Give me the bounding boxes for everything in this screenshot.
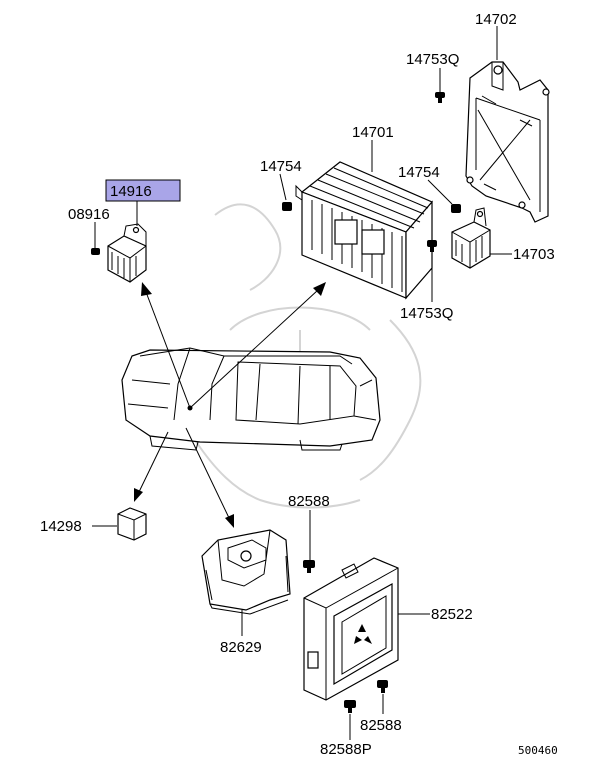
bracket-82629[interactable] [201, 529, 291, 615]
screw-82588p[interactable] [344, 700, 356, 713]
module-82522[interactable] [303, 557, 399, 701]
screw-14754-right[interactable] [451, 204, 461, 213]
connection-point [187, 405, 193, 411]
arrow-to-14298 [134, 431, 169, 502]
label-82522[interactable]: 82522 [431, 606, 473, 623]
label-14701[interactable]: 14701 [352, 124, 394, 141]
label-14916[interactable]: 14916 [110, 183, 152, 200]
label-14753q-bottom[interactable]: 14753Q [400, 305, 453, 322]
relay-14703[interactable] [451, 207, 491, 269]
screw-82588-bottom[interactable] [377, 680, 388, 693]
relay-14916[interactable] [107, 223, 147, 283]
bracket-14702[interactable] [465, 61, 550, 223]
leader-14754-right [427, 179, 453, 205]
arrow-to-82629 [185, 427, 234, 528]
label-82588p[interactable]: 82588P [320, 741, 372, 758]
screw-14754-left[interactable] [282, 202, 292, 211]
screw-14753q-top[interactable] [435, 92, 445, 103]
screw-82588-top[interactable] [303, 560, 315, 573]
vehicle-outline [121, 347, 381, 451]
ecu-14701[interactable] [295, 161, 433, 300]
relay-14298[interactable] [117, 507, 147, 541]
label-14754-left[interactable]: 14754 [260, 158, 302, 175]
screw-08916[interactable] [91, 248, 100, 255]
leader-14754-left [279, 173, 287, 201]
label-14753q-top[interactable]: 14753Q [406, 51, 459, 68]
label-08916[interactable]: 08916 [68, 206, 110, 223]
label-14298[interactable]: 14298 [40, 518, 82, 535]
screw-14753q-bottom[interactable] [427, 240, 437, 252]
drawing-number: 500460 [518, 744, 558, 757]
label-82629[interactable]: 82629 [220, 639, 262, 656]
label-14754-right[interactable]: 14754 [398, 164, 440, 181]
highlight-14916 [105, 179, 181, 202]
arrow-to-14916 [141, 282, 191, 409]
label-14702[interactable]: 14702 [475, 11, 517, 28]
label-14703[interactable]: 14703 [513, 246, 555, 263]
label-82588-bottom[interactable]: 82588 [360, 717, 402, 734]
label-82588-top[interactable]: 82588 [288, 493, 330, 510]
arrow-to-14701 [189, 282, 326, 409]
